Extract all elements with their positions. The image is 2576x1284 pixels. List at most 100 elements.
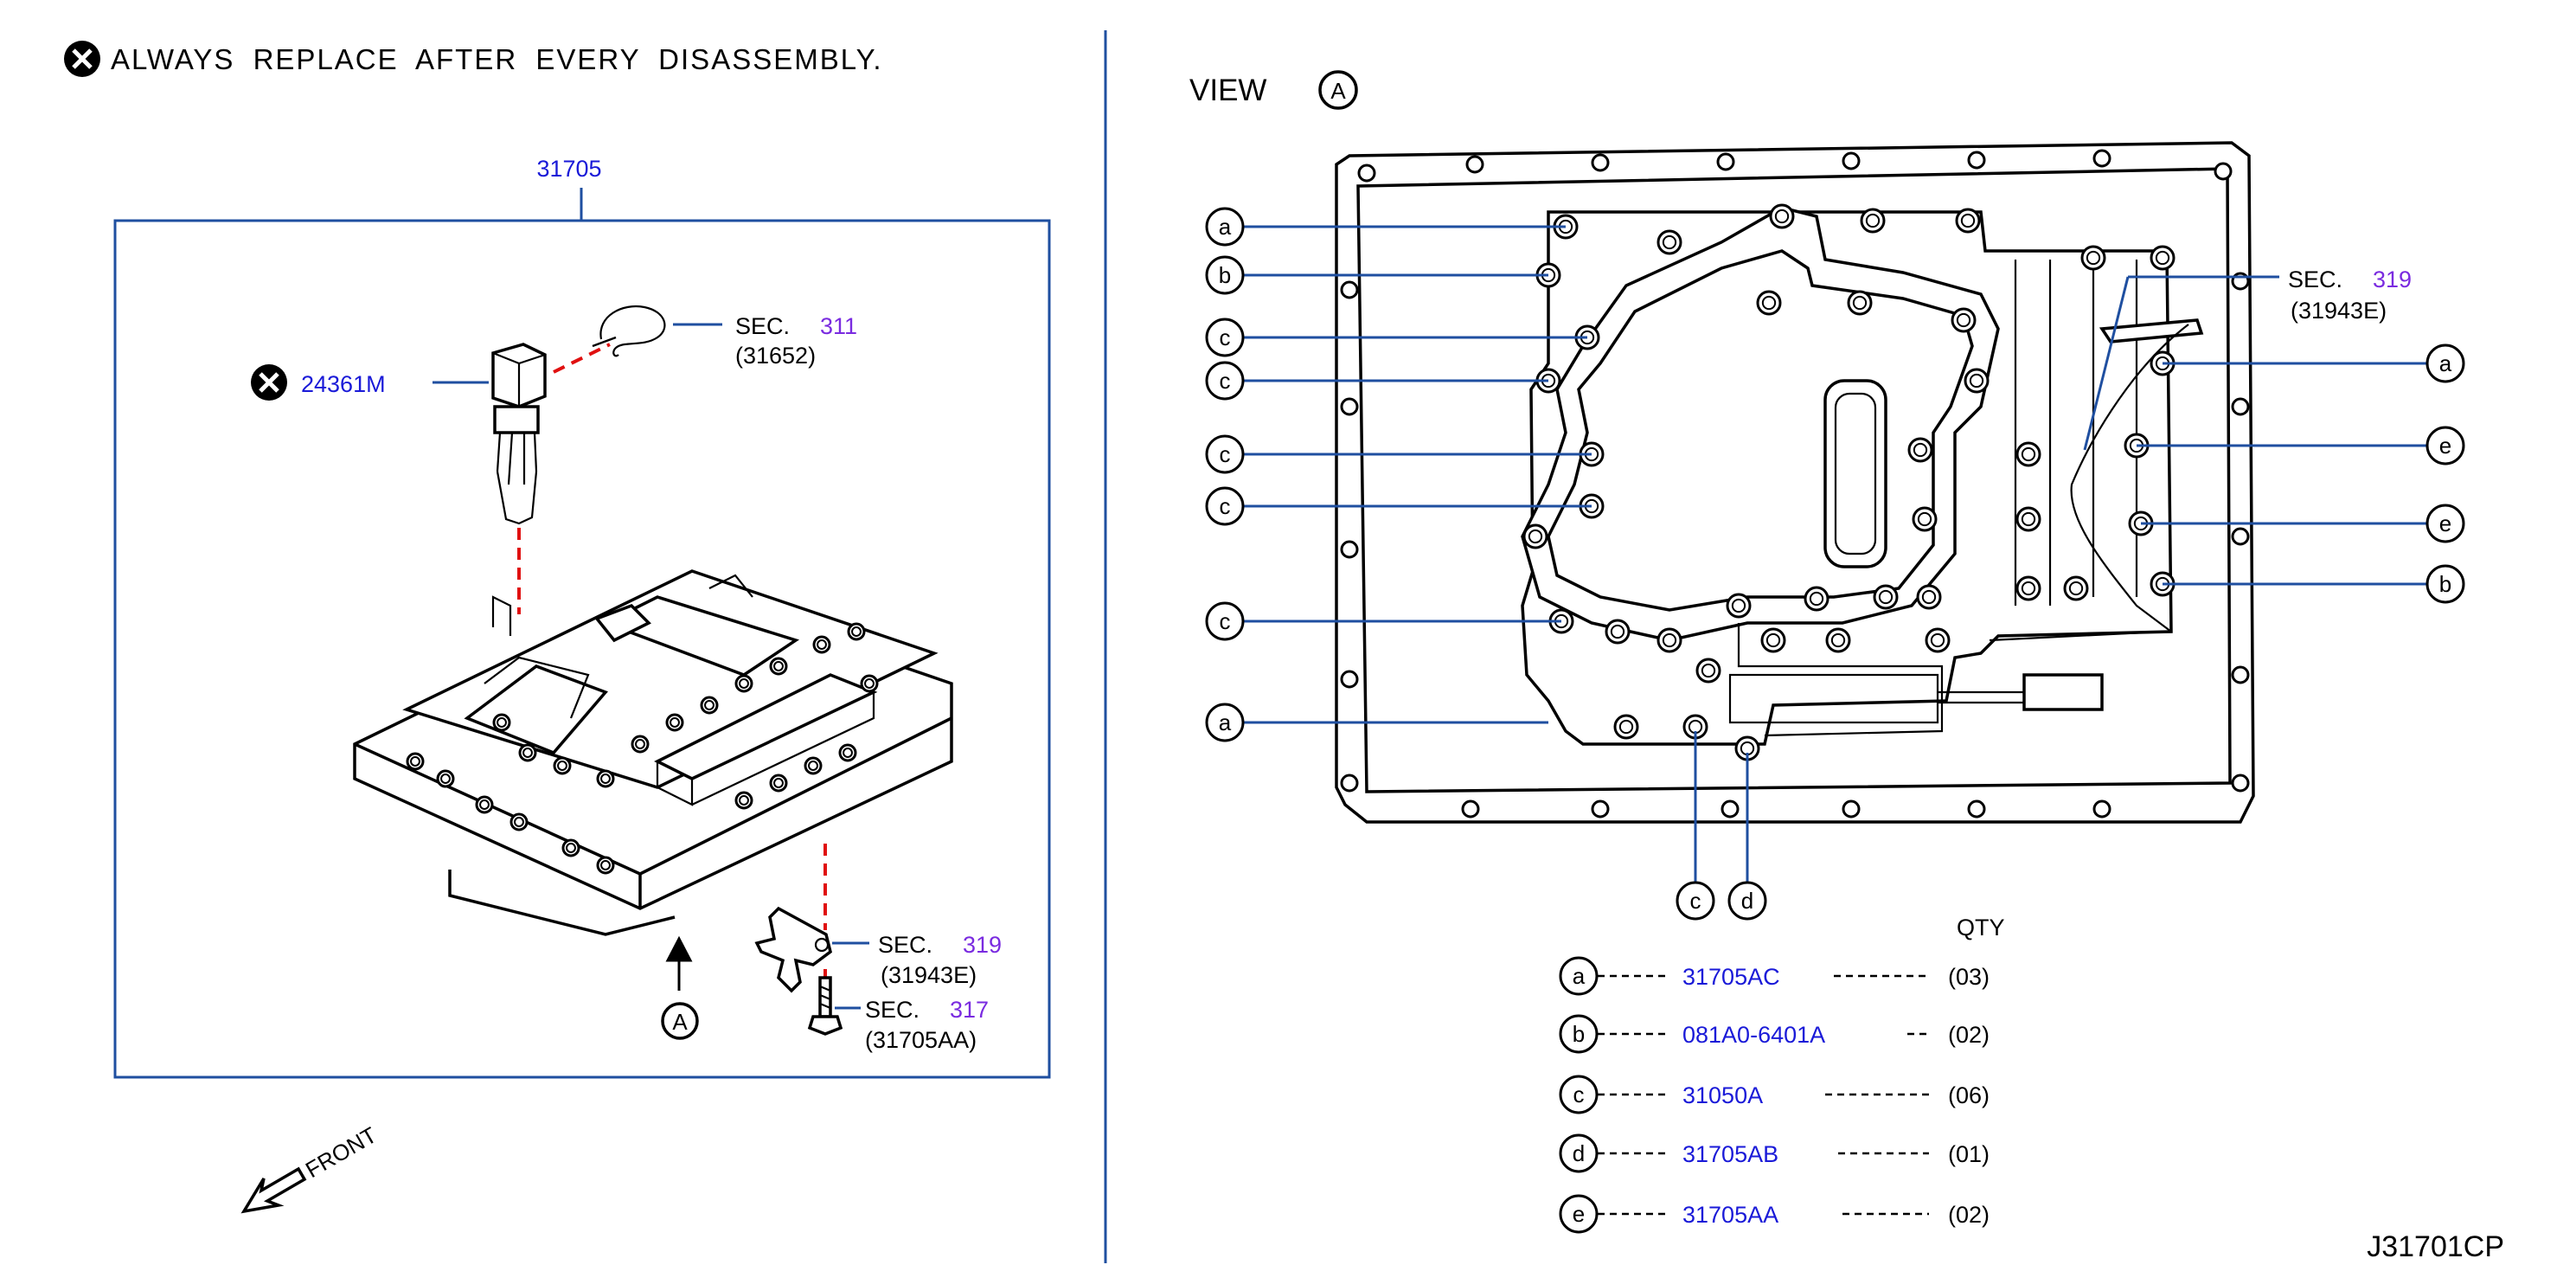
callout-right-e: e <box>2425 504 2465 543</box>
legend-qty: (03) <box>1948 964 1990 990</box>
legend-part-number[interactable]: 31705AA <box>1682 1202 1778 1228</box>
control-valve-body <box>353 569 953 936</box>
sec-319-link-left[interactable]: 319 <box>963 932 1002 958</box>
svg-text:a: a <box>1219 709 1232 735</box>
callout-left-c: c <box>1205 434 1245 474</box>
front-arrow-icon <box>240 1166 307 1214</box>
svg-text:c: c <box>1220 368 1231 394</box>
wiring-harness <box>2070 324 2189 632</box>
fastener-legend: a 31705AC (03) b 081A0-6401A (02) c 31050A (06) d… <box>1559 956 1990 1234</box>
legend-qty: (02) <box>1948 1202 1990 1228</box>
legend-part-number[interactable]: 31705AB <box>1682 1141 1778 1167</box>
legend-qty: (01) <box>1948 1141 1990 1167</box>
svg-text:a: a <box>1573 963 1586 989</box>
callout-left-b: b <box>1205 255 1245 295</box>
front-label: FRONT <box>301 1121 381 1183</box>
callout-left-c: c <box>1205 361 1245 401</box>
sec-317-label: SEC. <box>865 997 920 1023</box>
legend-key-e: e <box>1559 1194 1599 1234</box>
svg-text:e: e <box>1573 1201 1585 1227</box>
assembly-part-number[interactable]: 31705 <box>536 156 601 182</box>
callout-right-b: b <box>2425 564 2465 604</box>
svg-text:b: b <box>1573 1021 1585 1047</box>
sec-317-link[interactable]: 317 <box>950 997 989 1023</box>
svg-text:b: b <box>2439 571 2451 597</box>
callout-left-a: a <box>1205 207 1245 247</box>
legend-part-number[interactable]: 31050A <box>1682 1082 1763 1108</box>
svg-text:c: c <box>1220 324 1231 350</box>
clip-leader <box>553 343 611 374</box>
view-marker-right <box>1318 70 1358 110</box>
legend-qty: (06) <box>1948 1082 1990 1108</box>
callout-left-c: c <box>1205 601 1245 641</box>
svg-text:c: c <box>1220 608 1231 634</box>
valve-body-top-view <box>1521 206 2204 746</box>
legend-part-number[interactable]: 31705AC <box>1682 964 1780 990</box>
valve-bolts <box>406 622 879 875</box>
legend-key-c: c <box>1559 1075 1599 1114</box>
valve-connector <box>594 603 651 643</box>
oil-pan-gasket <box>1335 141 2255 824</box>
svg-text:c: c <box>1220 493 1231 519</box>
legend-key-a: a <box>1559 956 1599 996</box>
callout-right-e: e <box>2425 426 2465 465</box>
legend-key-b: b <box>1559 1014 1599 1054</box>
callouts-right: a e e b <box>2137 343 2465 604</box>
callout-left-a: a <box>1205 703 1245 742</box>
sec-319-link-right[interactable]: 319 <box>2373 266 2412 292</box>
bracket-bolt <box>807 976 843 1036</box>
solenoid-part-number[interactable]: 24361M <box>301 371 386 397</box>
callout-bottom-c: c <box>1676 881 1715 921</box>
svg-text:d: d <box>1573 1140 1585 1166</box>
legend-key-d: d <box>1559 1133 1599 1173</box>
svg-text:e: e <box>2439 433 2451 459</box>
view-arrow-icon <box>665 935 693 991</box>
sec-319-label-right: SEC. <box>2288 266 2342 292</box>
sec-319-label-left: SEC. <box>878 932 932 958</box>
left-panel: 31705 24361M SEC. 311 (31652) <box>113 156 1051 1214</box>
legend-qty-header: QTY <box>1957 915 2005 941</box>
gasket-holes <box>1340 149 2250 819</box>
legend-row: c 31050A (06) <box>1559 1075 1990 1114</box>
svg-text:e: e <box>2439 510 2451 536</box>
legend-part-number[interactable]: 081A0-6401A <box>1682 1022 1825 1048</box>
svg-text:a: a <box>1219 214 1232 240</box>
assembly-bracket-box <box>113 219 1051 1079</box>
svg-text:c: c <box>1220 441 1231 467</box>
legend-row: d 31705AB (01) <box>1559 1133 1990 1173</box>
legend-qty: (02) <box>1948 1022 1990 1048</box>
svg-text:A: A <box>1330 78 1346 104</box>
svg-text:c: c <box>1690 888 1701 914</box>
callout-bottom-d: d <box>1727 881 1767 921</box>
legend-row: e 31705AA (02) <box>1559 1194 1990 1234</box>
callout-right-a: a <box>2425 343 2465 383</box>
view-title: VIEW <box>1189 74 1266 107</box>
sec-311-part: (31652) <box>735 343 816 369</box>
view-marker-left <box>661 1002 699 1040</box>
retaining-clip <box>599 305 666 357</box>
svg-text:d: d <box>1741 888 1753 914</box>
sec-319-part-right: (31943E) <box>2291 298 2387 324</box>
harness-bracket <box>2099 318 2204 343</box>
svg-text:A: A <box>672 1009 688 1035</box>
replace-note-text: ALWAYS REPLACE AFTER EVERY DISASSEMBLY. <box>111 43 883 75</box>
svg-text:b: b <box>1219 262 1231 288</box>
sec-317-part: (31705AA) <box>865 1027 977 1053</box>
legend-row: b 081A0-6401A (02) <box>1559 1014 1990 1054</box>
replace-note: ALWAYS REPLACE AFTER EVERY DISASSEMBLY. <box>64 41 883 77</box>
sec-319-part-left: (31943E) <box>881 962 977 988</box>
legend-row: a 31705AC (03) <box>1559 956 1990 996</box>
callout-left-c: c <box>1205 318 1245 357</box>
sec-311-label: SEC. <box>735 313 790 339</box>
callout-left-c: c <box>1205 486 1245 526</box>
mounting-bracket <box>754 906 832 993</box>
sec-311-link[interactable]: 311 <box>820 313 857 339</box>
svg-text:a: a <box>2439 350 2452 376</box>
drawing-code: J31701CP <box>2367 1230 2504 1263</box>
solenoid-connector <box>491 343 547 525</box>
valve-body-bolts <box>1522 203 2176 761</box>
